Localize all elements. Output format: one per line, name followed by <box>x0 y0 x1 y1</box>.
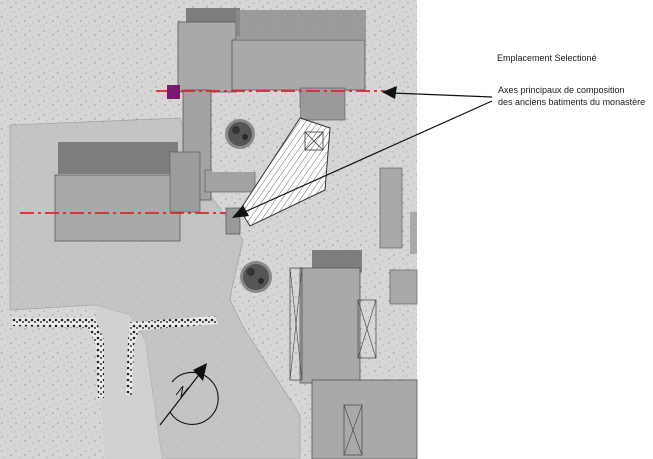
selected-site-marker <box>167 85 180 99</box>
building-far-east-2 <box>389 269 418 305</box>
hedge-left <box>12 318 104 398</box>
building-cloister-south <box>204 169 256 193</box>
building-north-wing <box>231 39 366 91</box>
building-north-block <box>177 21 237 93</box>
tree-icon <box>225 119 255 149</box>
label-axes-line1: Axes principaux de composition <box>498 85 625 95</box>
building-east <box>299 267 361 384</box>
selected-building-hatched <box>239 117 331 227</box>
north-arrow-icon <box>159 363 219 426</box>
building-southeast <box>311 379 418 459</box>
building-west-annex <box>169 151 201 213</box>
tree-icon <box>240 261 272 293</box>
building-west <box>54 174 181 242</box>
arrowhead-north <box>382 86 397 99</box>
building-far-east-1 <box>379 167 403 249</box>
arrowhead-west <box>232 205 249 218</box>
label-selected-site: Emplacement Selectioné <box>497 53 597 63</box>
building-east-frame-left <box>289 267 303 381</box>
label-axes-line2: des anciens batiments du monastère <box>498 97 646 107</box>
building-east-shadow <box>312 250 362 272</box>
callout-arrow-north <box>391 92 493 98</box>
building-west-shadow <box>58 142 178 174</box>
hedge-right <box>126 316 218 395</box>
selected-building-cross <box>304 131 324 151</box>
building-east-arm <box>299 87 346 121</box>
building-east-frame-right <box>357 299 377 359</box>
building-southeast-frame <box>343 404 363 456</box>
building-north-wing-shadow <box>236 10 366 40</box>
callout-arrow-west <box>239 100 493 215</box>
building-far-east-3 <box>410 212 417 254</box>
